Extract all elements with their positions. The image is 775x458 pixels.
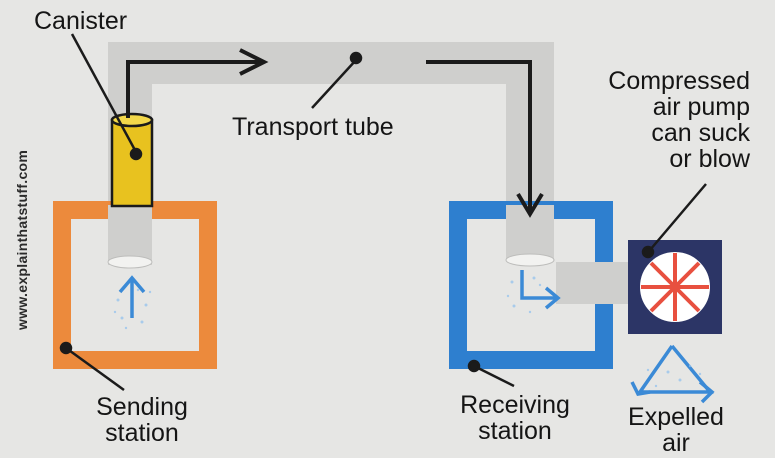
receiving-tube-mouth	[505, 253, 555, 267]
flow-arrow-1	[126, 60, 262, 118]
sending-air-arrow-icon	[118, 275, 146, 318]
expelled-air-label: Expelled air	[606, 404, 746, 456]
transport-tube-dot	[349, 51, 363, 65]
pump-label: Compressed air pump can suck or blow	[566, 68, 750, 172]
receiving-station-label: Receiving station	[440, 392, 590, 444]
expelled-air-arrows-icon	[630, 344, 715, 404]
leader-lines	[59, 33, 707, 392]
pump-dot	[641, 245, 655, 259]
sending-station-dot	[59, 341, 73, 355]
receiving-air-arrow-icon	[520, 270, 561, 310]
pump-label-line-3: can suck	[651, 119, 750, 147]
receiving-label-line-1: Receiving	[460, 391, 570, 419]
pump-label-line-1: Compressed	[608, 67, 750, 95]
pump-label-line-4: or blow	[669, 145, 750, 173]
watermark-text: www.explainthatstuff.com	[14, 149, 30, 330]
sending-tube-end	[108, 205, 152, 265]
sending-station-label: Sending station	[72, 394, 212, 446]
canister-dot	[129, 147, 143, 161]
sending-air-particles	[113, 288, 152, 330]
air-pump	[628, 240, 722, 334]
expelled-label-line-1: Expelled	[628, 403, 724, 431]
expelled-air-particles	[646, 364, 702, 388]
canister	[110, 112, 154, 208]
receiving-station-dot	[467, 359, 481, 373]
pump-label-line-2: air pump	[652, 93, 750, 121]
expelled-label-line-2: air	[662, 429, 690, 457]
fan-icon	[641, 253, 709, 321]
receiving-label-line-2: station	[478, 417, 552, 445]
sending-tube-mouth	[107, 255, 153, 269]
receiving-air-particles	[506, 276, 542, 314]
sending-label-line-1: Sending	[96, 393, 188, 421]
sending-label-line-2: station	[105, 419, 179, 447]
canister-label: Canister	[34, 7, 128, 35]
flow-arrow-2	[426, 60, 532, 212]
transport-tube-label: Transport tube	[232, 113, 394, 141]
